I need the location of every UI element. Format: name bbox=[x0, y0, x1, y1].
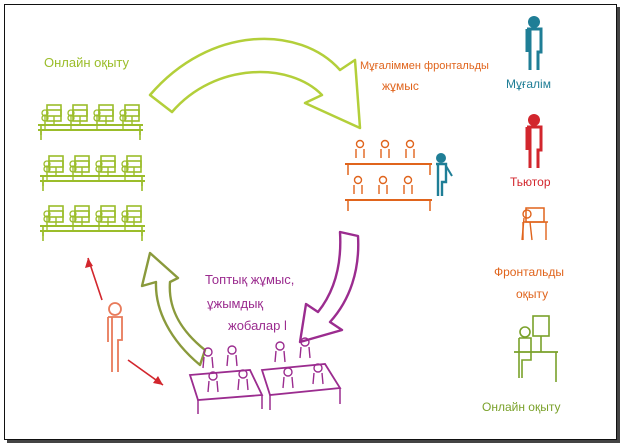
legend-online-label: Онлайн оқыту bbox=[482, 400, 561, 414]
green-cycle-arrow bbox=[148, 37, 362, 130]
legend-teacher-label: Мұғалім bbox=[506, 77, 551, 91]
tutor-arrow-down bbox=[127, 359, 164, 386]
online-learning-label: Онлайн оқыту bbox=[44, 55, 130, 70]
frontal-work-label-line1: Мұғаліммен фронтальды bbox=[360, 60, 489, 72]
group-work-label-line1: Топтық жұмыс, bbox=[205, 272, 295, 287]
purple-cycle-arrow bbox=[298, 230, 360, 344]
group-work-label-line3: жобалар l bbox=[228, 318, 287, 333]
frontal-class-icon bbox=[521, 207, 548, 241]
online-student-icon bbox=[514, 315, 558, 382]
teacher-figure-icon bbox=[525, 16, 543, 70]
frontal-work-label-line2: жұмыс bbox=[382, 79, 419, 93]
group-work-tables bbox=[188, 337, 342, 414]
frontal-teacher-figure bbox=[436, 153, 453, 196]
tutor-figure-icon bbox=[525, 114, 543, 168]
legend-frontal-label-line1: Фронтальды bbox=[494, 265, 565, 279]
legend-tutor-label: Тьютор bbox=[510, 175, 551, 189]
tutor-figure bbox=[107, 302, 123, 372]
online-classroom-cluster bbox=[38, 105, 145, 241]
frontal-classroom bbox=[345, 139, 453, 211]
olive-cycle-arrow bbox=[140, 251, 207, 367]
tutor-arrow-up bbox=[85, 257, 103, 301]
legend-frontal-label-line2: оқыту bbox=[516, 287, 549, 301]
group-work-label-line2: ұжымдық bbox=[207, 296, 264, 311]
